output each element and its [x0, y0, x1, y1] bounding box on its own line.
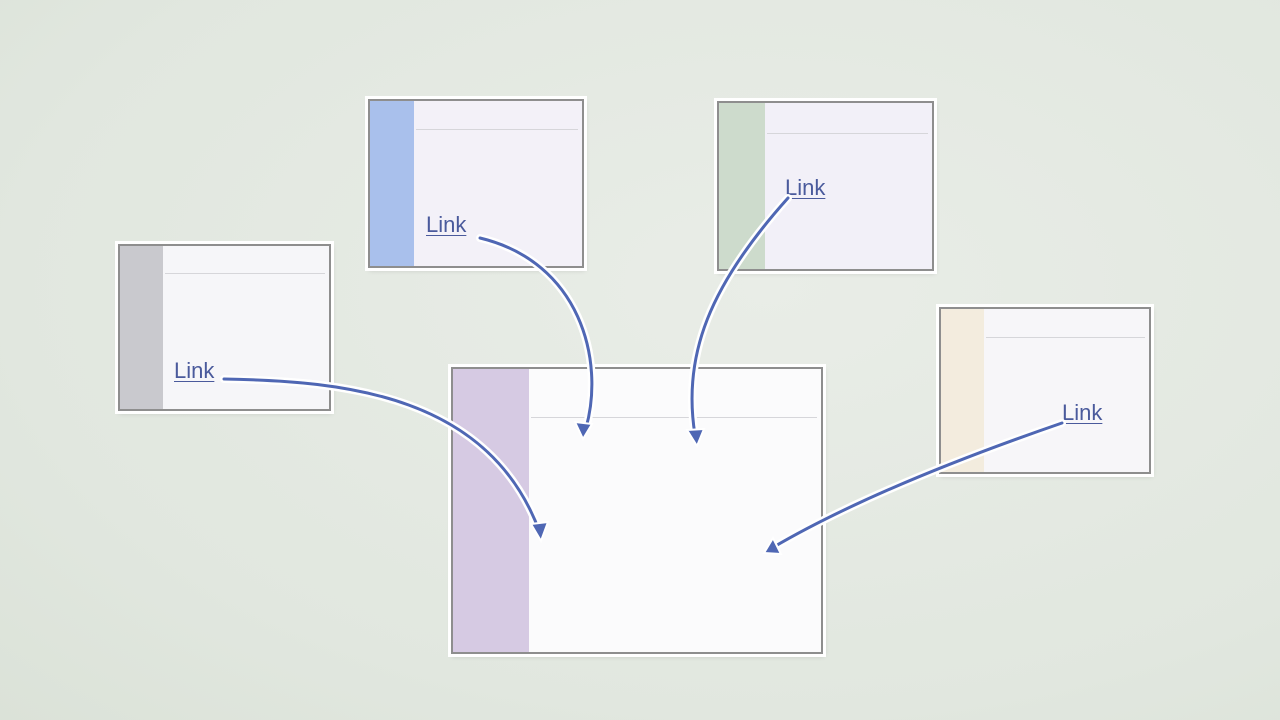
main-page [451, 367, 823, 654]
source-page-top-center-sidebar [370, 101, 414, 266]
source-page-left-sidebar [120, 246, 163, 409]
source-page-right-sidebar [941, 309, 984, 472]
source-page-right-header-divider [986, 337, 1145, 338]
source-page-left: Link [118, 244, 331, 411]
link-right[interactable]: Link [1062, 400, 1103, 425]
source-page-top-right-sidebar [719, 103, 765, 269]
main-page-header-divider [531, 417, 817, 418]
main-page-sidebar [453, 369, 529, 652]
link-left[interactable]: Link [174, 358, 215, 383]
source-page-left-header-divider [165, 273, 325, 274]
source-page-right: Link [939, 307, 1151, 474]
link-top-right[interactable]: Link [785, 175, 826, 200]
link-top-center[interactable]: Link [426, 212, 467, 237]
source-page-top-center: Link [368, 99, 584, 268]
source-page-top-right-header-divider [767, 133, 928, 134]
source-page-top-right: Link [717, 101, 934, 271]
source-page-top-center-header-divider [416, 129, 578, 130]
